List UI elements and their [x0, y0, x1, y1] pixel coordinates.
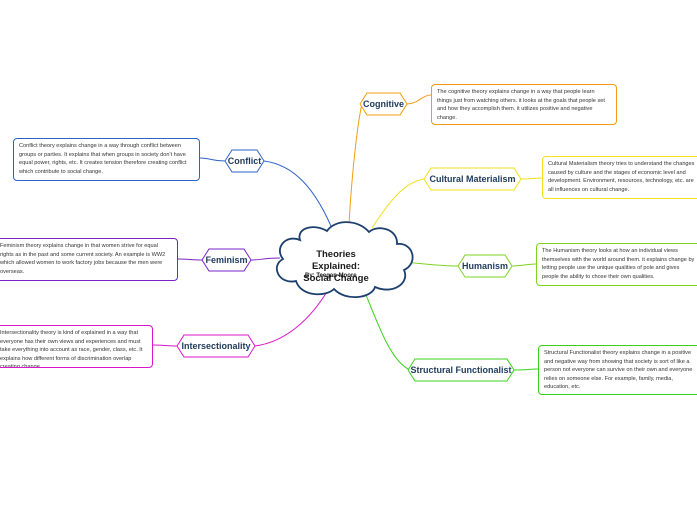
central-topic-title[interactable]: Theories Explained: Social Change [303, 249, 369, 284]
note-conflict[interactable]: Conflict theory explains change in a way… [13, 138, 200, 181]
topic-cultural-shape[interactable] [423, 167, 522, 191]
link-conflict-note [199, 157, 226, 162]
topic-cognitive-shape[interactable] [359, 92, 408, 116]
topic-conflict-shape[interactable] [224, 149, 265, 173]
topic-cognitive[interactable]: Cognitive [362, 99, 404, 109]
topic-feminism[interactable]: Feminism [205, 255, 248, 265]
link-cognitive [348, 103, 363, 225]
topic-conflict[interactable]: Conflict [227, 156, 262, 166]
topic-structural-shape[interactable] [407, 358, 515, 382]
topic-cultural-materialism[interactable]: Cultural Materialism [429, 174, 516, 184]
note-feminism[interactable]: Feminism theory explains change in that … [0, 238, 178, 281]
note-cognitive[interactable]: The cognitive theory explains change in … [431, 84, 617, 125]
topic-structural-functionalist[interactable]: Structural Functionalist [410, 365, 512, 375]
link-humanism [404, 261, 459, 267]
topic-humanism-shape[interactable] [457, 254, 513, 278]
note-structural-functionalist[interactable]: Structural Functionalist theory explains… [538, 345, 697, 395]
link-humanism-note [511, 263, 537, 267]
note-humanism[interactable]: The Humanism theory looks at how an indi… [536, 243, 697, 286]
central-topic-author: By: Teegan Moore [305, 273, 357, 279]
central-cloud-shape [276, 221, 414, 298]
link-conflict [263, 160, 332, 227]
topic-feminism-shape[interactable] [201, 248, 252, 272]
note-cultural-materialism[interactable]: Cultural Materialism theory tries to und… [542, 156, 697, 199]
link-intersectionality-note [152, 344, 178, 347]
topic-intersectionality[interactable]: Intersectionality [181, 341, 251, 351]
link-intersectionality [254, 289, 329, 347]
note-intersectionality[interactable]: Intersectionality theory is kind of expl… [0, 325, 153, 368]
link-structural-note [513, 368, 539, 371]
link-structural [363, 289, 411, 371]
link-feminism-note [177, 258, 203, 261]
link-cultural [371, 178, 425, 229]
link-feminism [250, 257, 281, 261]
link-cognitive-note [406, 94, 432, 105]
topic-humanism[interactable]: Humanism [461, 261, 508, 271]
topic-intersectionality-shape[interactable] [176, 334, 256, 358]
link-cultural-note [520, 177, 543, 180]
